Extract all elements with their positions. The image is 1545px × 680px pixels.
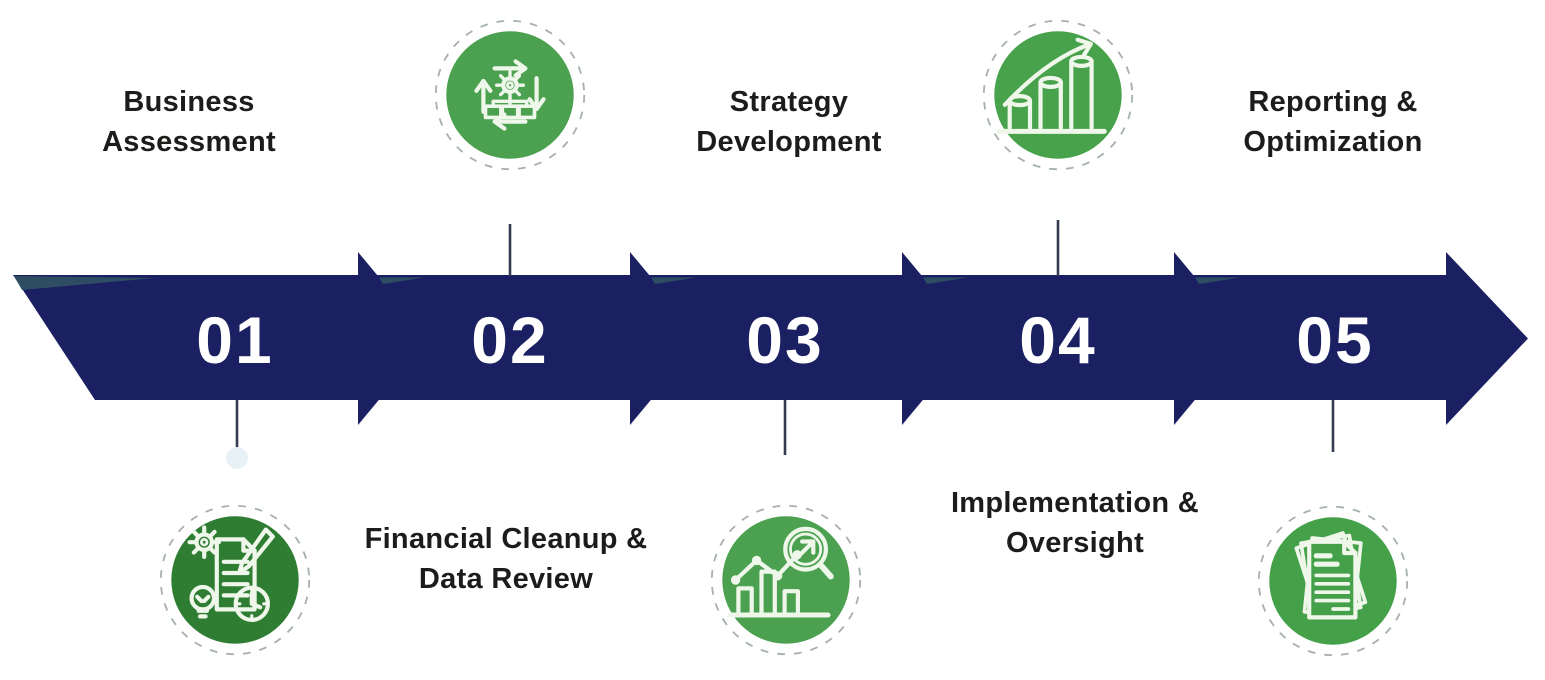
step-label-financial-cleanup: Financial Cleanup & Data Review	[320, 519, 692, 599]
label-line: Implementation &	[950, 487, 1200, 519]
step-label-strategy-development: Strategy Development	[633, 82, 945, 162]
label-line: Assessment	[102, 126, 276, 158]
dashed-ring	[434, 19, 586, 171]
band-fold-shadow	[651, 277, 696, 284]
label-line: Strategy	[729, 86, 849, 118]
documents-icon	[1256, 504, 1410, 658]
icon-line-art	[996, 37, 1107, 134]
dashed-ring	[1257, 505, 1409, 657]
icon-line-art	[187, 525, 275, 622]
step-number-5: 05	[1296, 303, 1374, 377]
step-number-1: 01	[196, 303, 274, 377]
icon-circle	[171, 516, 299, 644]
icon-line-art	[474, 59, 546, 131]
step-label-implementation-oversight: Implementation & Oversight	[889, 483, 1261, 563]
icon-line-art	[727, 526, 834, 618]
assessment-icon	[158, 503, 312, 657]
arrowhead-junction	[1174, 252, 1246, 425]
step-number-3: 03	[746, 303, 824, 377]
connectors	[226, 220, 1335, 469]
bar-growth-icon	[981, 18, 1135, 172]
arrowhead-end	[1446, 252, 1528, 425]
label-line: Reporting &	[1248, 86, 1418, 118]
step-label-business-assessment: Business Assessment	[33, 82, 345, 162]
band-shapes	[13, 252, 1528, 425]
step-label-reporting-optimization: Reporting & Optimization	[1177, 82, 1489, 162]
band-fold-shadow	[14, 276, 154, 290]
arrowhead-junction	[358, 252, 430, 425]
label-line: Financial Cleanup &	[364, 523, 648, 555]
band-fold-shadow	[379, 277, 424, 284]
connector-dot	[226, 447, 248, 469]
label-line: Optimization	[1243, 126, 1423, 158]
label-line: Development	[696, 126, 882, 158]
dashed-ring	[159, 504, 311, 656]
band-fold-shadow	[923, 277, 968, 284]
icon-line-art	[1294, 531, 1368, 620]
dashed-ring	[710, 504, 862, 656]
icon-circle	[722, 516, 850, 644]
band-fold-shadow	[1195, 277, 1240, 284]
process-cycle-icon	[433, 18, 587, 172]
label-line: Oversight	[1005, 527, 1145, 559]
step-number-2: 02	[471, 303, 549, 377]
step-number-4: 04	[1019, 303, 1097, 377]
label-line: Business	[123, 86, 255, 118]
dashed-ring	[982, 19, 1134, 171]
chart-analysis-icon	[709, 503, 863, 657]
label-line: Data Review	[418, 563, 594, 595]
arrowhead-junction	[902, 252, 974, 425]
arrowhead-junction	[630, 252, 702, 425]
